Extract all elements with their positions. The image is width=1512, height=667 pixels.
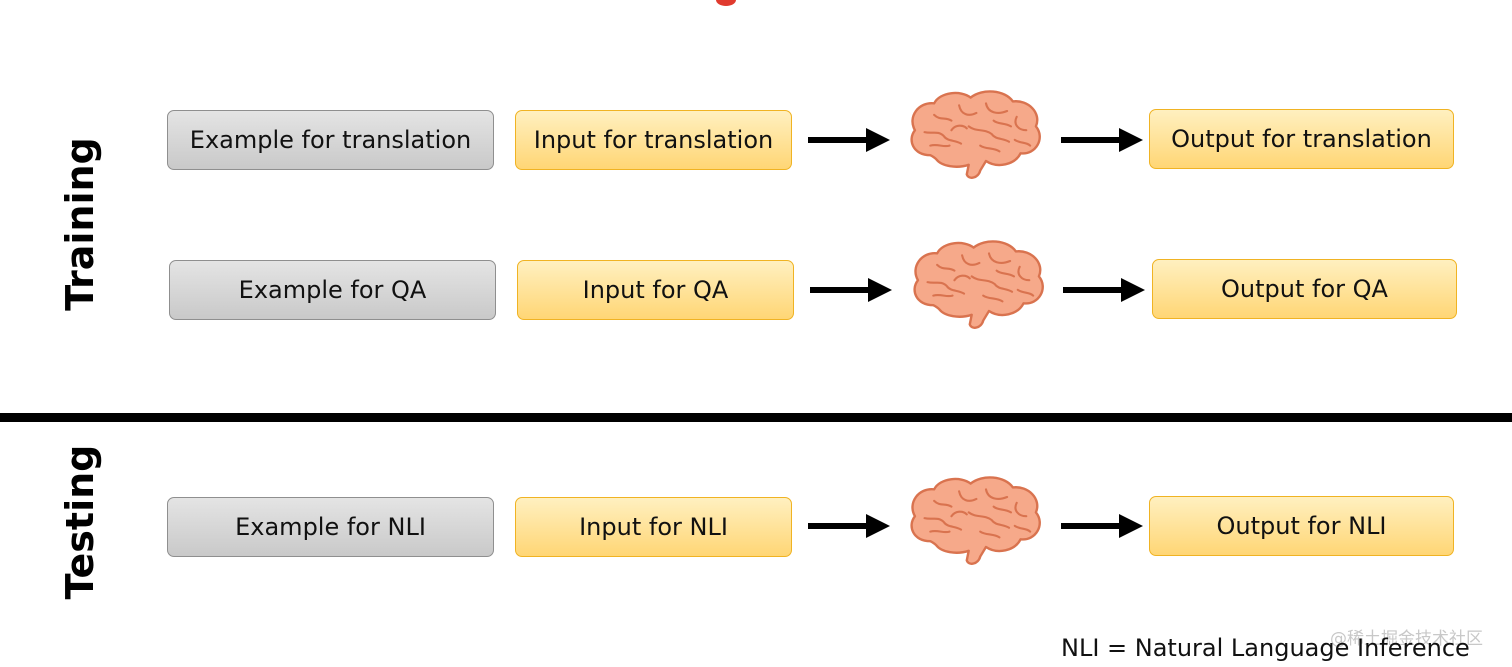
brain-icon: [910, 476, 1041, 565]
arrow-right-icon: [1063, 278, 1145, 302]
section-label-testing: Testing: [58, 444, 102, 600]
example-box-nli: Example for NLI: [167, 497, 494, 557]
arrow-right-icon: [808, 128, 890, 152]
output-box-qa: Output for QA: [1152, 259, 1457, 319]
example-box-translation: Example for translation: [167, 110, 494, 170]
output-box-translation: Output for translation: [1149, 109, 1454, 169]
input-box-nli: Input for NLI: [515, 497, 792, 557]
footnote: NLI = Natural Language Inference: [1061, 634, 1470, 662]
arrow-right-icon: [1061, 514, 1143, 538]
brain-icon: [913, 240, 1044, 329]
example-box-qa: Example for QA: [169, 260, 496, 320]
pointer-dot: [716, 0, 736, 6]
section-label-training: Training: [58, 137, 102, 311]
brain-icon: [910, 90, 1041, 179]
watermark: @稀土掘金技术社区: [1330, 629, 1483, 649]
input-box-translation: Input for translation: [515, 110, 792, 170]
arrow-right-icon: [810, 278, 892, 302]
output-box-nli: Output for NLI: [1149, 496, 1454, 556]
arrow-right-icon: [808, 514, 890, 538]
input-box-qa: Input for QA: [517, 260, 794, 320]
arrow-right-icon: [1061, 128, 1143, 152]
section-divider: [0, 413, 1512, 422]
